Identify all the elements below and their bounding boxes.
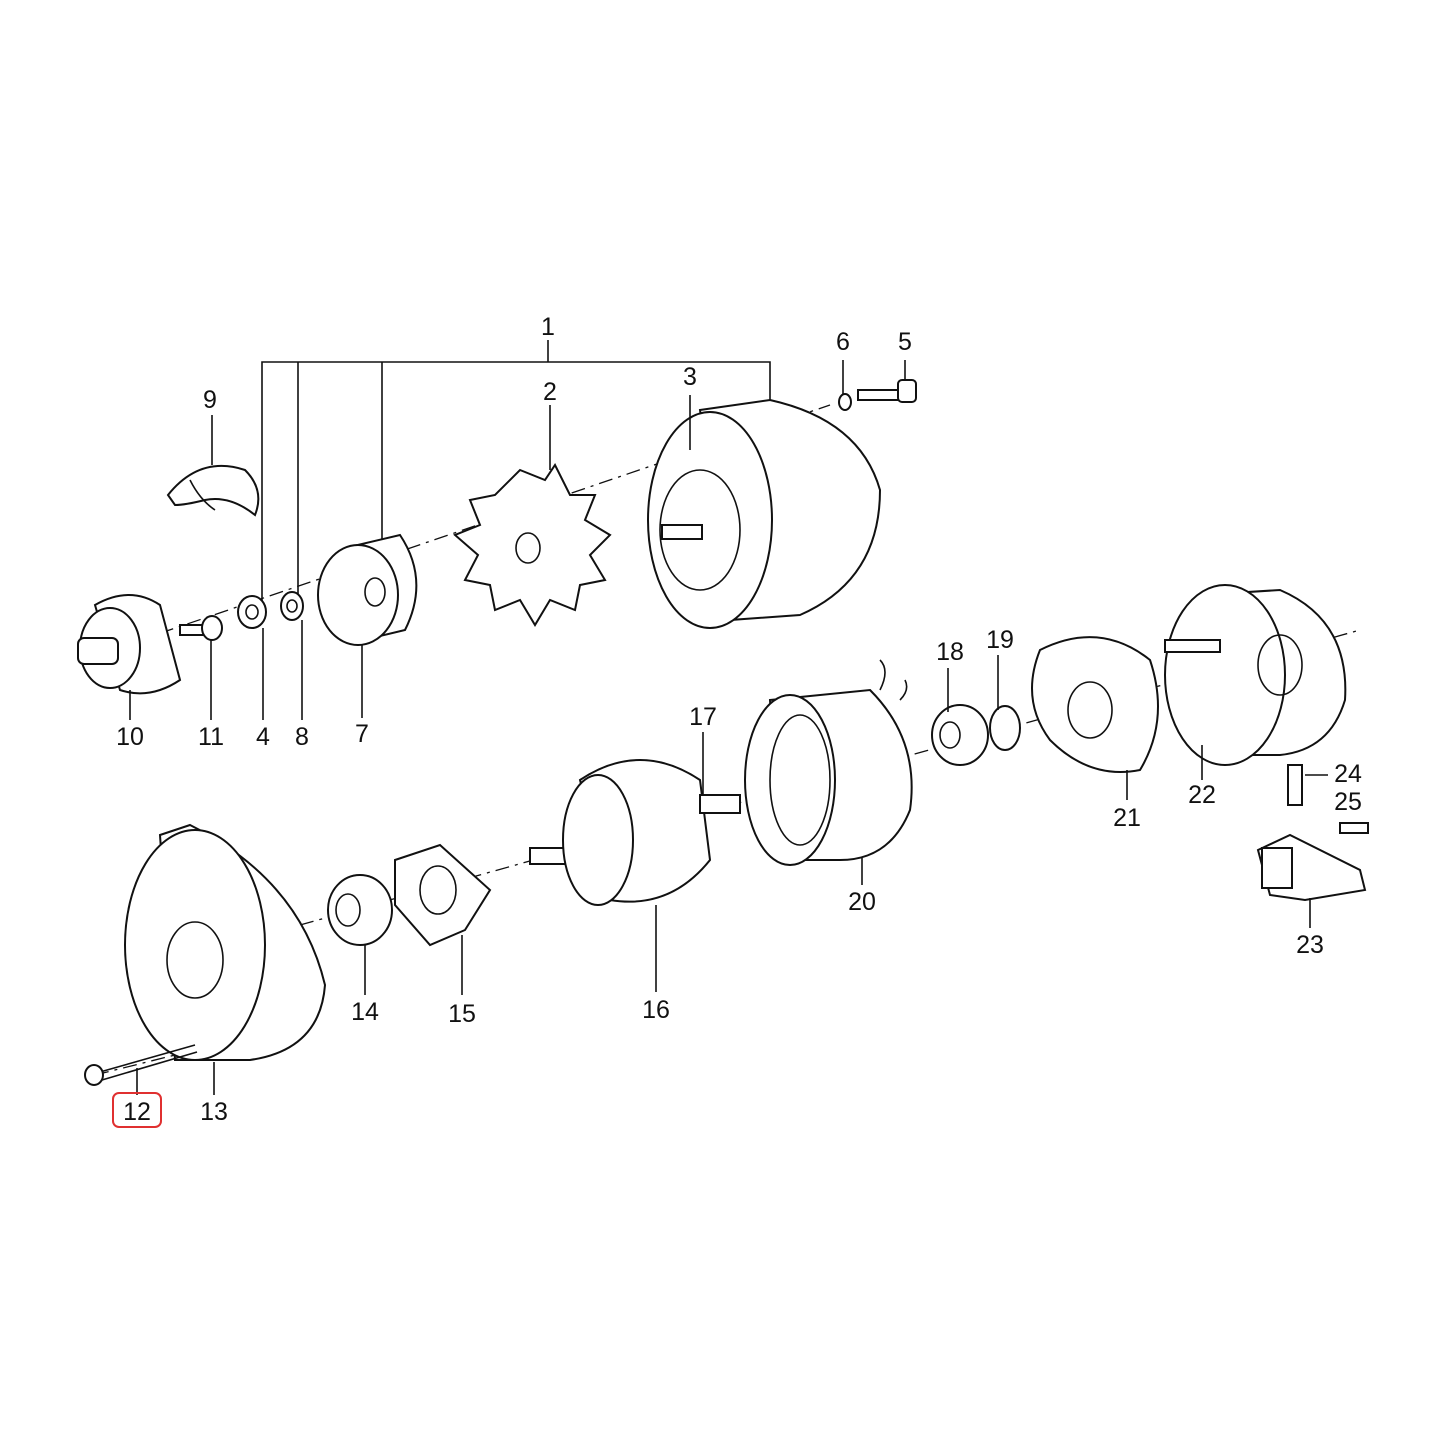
callout-21[interactable]: 21 — [1113, 804, 1141, 832]
part-10-pulley — [77, 594, 182, 695]
part-19-ring — [989, 705, 1021, 751]
callout-9[interactable]: 9 — [203, 386, 217, 414]
callout-18[interactable]: 18 — [936, 638, 964, 666]
part-13-end-housing — [124, 823, 327, 1061]
callout-22[interactable]: 22 — [1188, 781, 1216, 809]
part-24-brush — [1287, 764, 1303, 806]
callout-2[interactable]: 2 — [543, 378, 557, 406]
part-16-rotor — [529, 759, 741, 906]
callout-10[interactable]: 10 — [116, 723, 144, 751]
part-6-washer — [838, 393, 852, 411]
callout-14[interactable]: 14 — [351, 998, 379, 1026]
callout-17[interactable]: 17 — [689, 703, 717, 731]
part-5-screw — [857, 379, 917, 403]
part-12-through-bolt — [84, 1044, 198, 1086]
part-3-drive-housing — [647, 398, 882, 629]
callout-1[interactable]: 1 — [541, 313, 555, 341]
callout-5[interactable]: 5 — [898, 328, 912, 356]
part-14-bearing — [327, 874, 393, 946]
callout-7[interactable]: 7 — [355, 720, 369, 748]
callout-8[interactable]: 8 — [295, 723, 309, 751]
part-21-rectifier — [1031, 636, 1159, 773]
assembly-bracket — [261, 340, 771, 615]
part-9-cap — [166, 464, 260, 517]
callout-4[interactable]: 4 — [256, 723, 270, 751]
callout-13[interactable]: 13 — [200, 1098, 228, 1126]
part-18-bearing — [931, 704, 989, 766]
part-23-regulator — [1256, 833, 1367, 902]
part-7-pulley — [317, 533, 418, 646]
callout-25[interactable]: 25 — [1334, 788, 1362, 816]
callout-23[interactable]: 23 — [1296, 931, 1324, 959]
callout-12[interactable]: 12 — [123, 1098, 151, 1126]
highlight-box-12 — [112, 1092, 162, 1128]
part-8-washer — [280, 591, 304, 621]
callout-20[interactable]: 20 — [848, 888, 876, 916]
callout-16[interactable]: 16 — [642, 996, 670, 1024]
part-20-stator — [744, 659, 913, 866]
callout-6[interactable]: 6 — [836, 328, 850, 356]
callout-15[interactable]: 15 — [448, 1000, 476, 1028]
part-25-screw — [1339, 822, 1369, 834]
leader-lines — [129, 360, 1328, 1095]
part-15-plate — [394, 843, 492, 947]
part-11-bolt — [179, 615, 223, 641]
callout-19[interactable]: 19 — [986, 626, 1014, 654]
callout-11[interactable]: 11 — [198, 723, 224, 751]
part-4-nut — [237, 595, 267, 629]
callout-24[interactable]: 24 — [1334, 760, 1362, 788]
callout-3[interactable]: 3 — [683, 363, 697, 391]
part-2-fan — [453, 463, 612, 627]
part-22-cover — [1164, 584, 1347, 766]
callout-labels: 1 2 3 4 5 6 7 8 9 10 11 12 13 14 15 16 1… — [116, 313, 1362, 1126]
